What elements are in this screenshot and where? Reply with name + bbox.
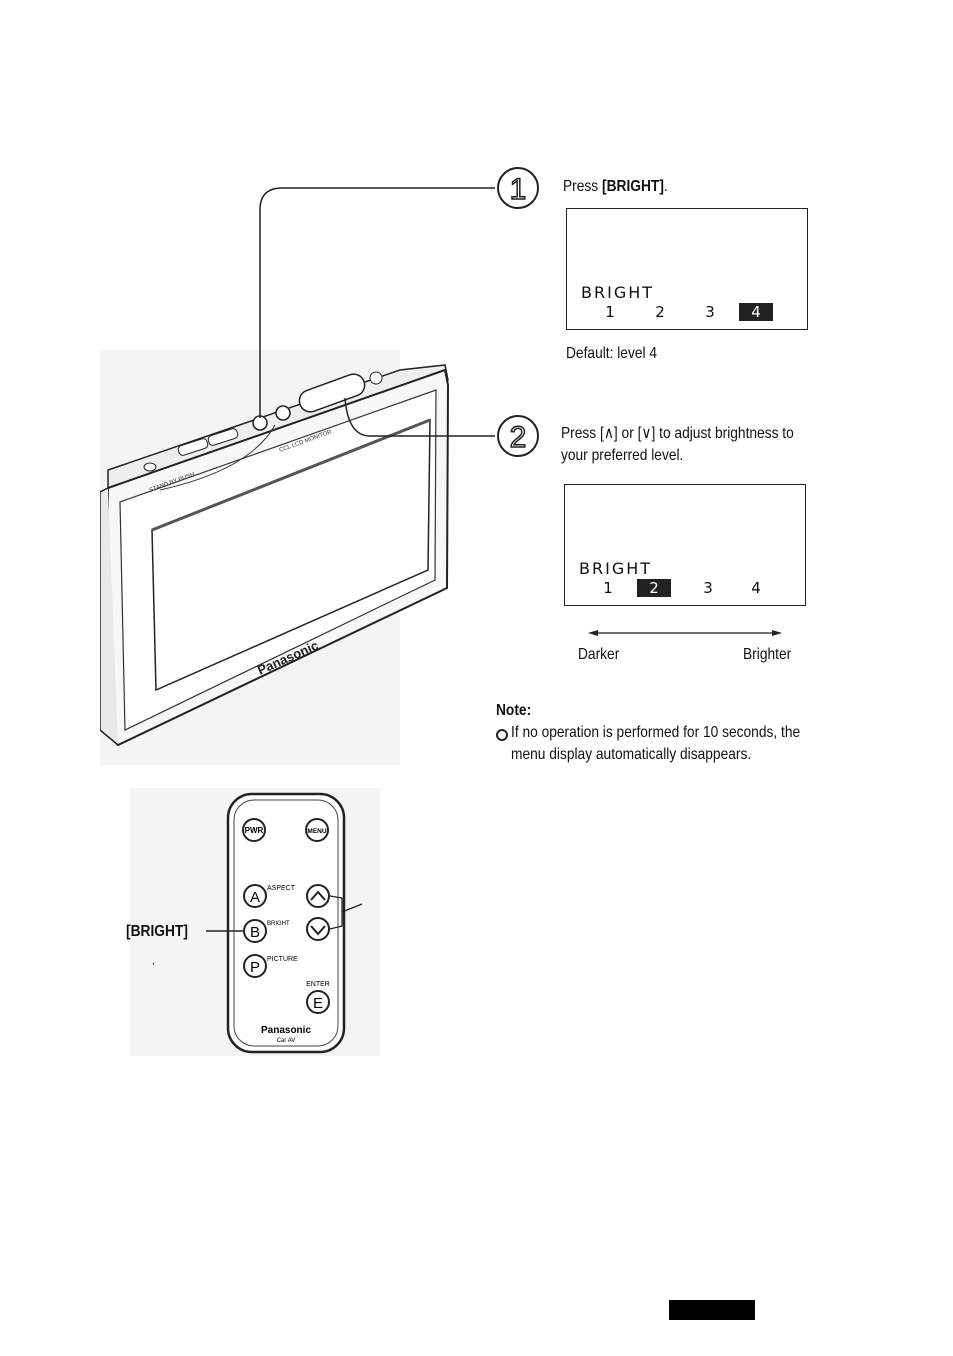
step-2-instruction-line1: Press [∧] or [∨] to adjust brightness to [561,425,794,442]
brighter-label: Brighter [743,646,792,663]
enter-button-icon [306,990,330,1014]
osd-bright-label: BRIGHT [579,559,653,578]
osd-level-2-selected: 2 [637,579,671,597]
svg-text:P: P [250,959,260,976]
svg-text:Car AV: Car AV [277,1038,296,1044]
note-heading: Note: [496,702,532,719]
osd-screen-step2: BRIGHT 1 2 3 4 [564,484,806,606]
svg-text:ENTER: ENTER [306,981,330,988]
page-footer-bar [669,1300,755,1320]
note-bullet-icon [496,729,508,741]
step-2-instruction-line2: your preferred level. [561,447,684,464]
default-note: Default: level 4 [566,345,658,362]
bright-key-label: [BRIGHT] [601,178,664,195]
osd-level-3: 3 [705,303,715,321]
svg-text:2: 2 [510,421,527,454]
svg-text:MENU: MENU [307,828,326,835]
remote-control-illustration: PWR MENU A ASPECT B BRIGHT P PICTURE ENT… [130,788,380,1056]
monitor-illustration: CCL LCD MONITOR STAND BY PUSH Panasonic [100,187,495,765]
step-2-number: 2 [497,415,539,457]
p-button-icon [243,954,267,978]
darker-brighter-arrow [588,630,782,636]
bright-callout-label: [BRIGHT] [126,923,188,940]
osd-level-1: 1 [603,579,613,597]
osd-level-4: 4 [751,579,761,597]
svg-text:PICTURE: PICTURE [267,956,298,963]
osd-level-1: 1 [605,303,615,321]
svg-text:E: E [313,995,323,1012]
osd-level-3: 3 [703,579,713,597]
darker-label: Darker [578,646,620,663]
osd-level-4-selected: 4 [739,303,773,321]
osd-level-2: 2 [655,303,665,321]
note-line1: If no operation is performed for 10 seco… [511,724,801,741]
note-line2: menu display automatically disappears. [511,746,752,763]
menu-button-icon [305,818,329,842]
svg-text:B: B [250,924,260,941]
svg-text:BRIGHT: BRIGHT [267,921,290,927]
svg-text:PWR: PWR [245,826,264,835]
svg-text:,: , [152,956,155,967]
pwr-button-icon [242,818,266,842]
svg-text:A: A [250,889,260,906]
osd-screen-step1: BRIGHT 1 2 3 4 [566,208,808,330]
svg-text:Panasonic: Panasonic [261,1025,311,1036]
osd-bright-label: BRIGHT [581,283,655,302]
up-button-icon [306,884,330,908]
down-button-icon [306,917,330,941]
svg-text:ASPECT: ASPECT [267,885,296,892]
step-1-number: 1 [497,167,539,209]
svg-text:1: 1 [510,173,527,206]
step-1-instruction: Press [BRIGHT]. [563,178,668,195]
a-button-icon [243,884,267,908]
